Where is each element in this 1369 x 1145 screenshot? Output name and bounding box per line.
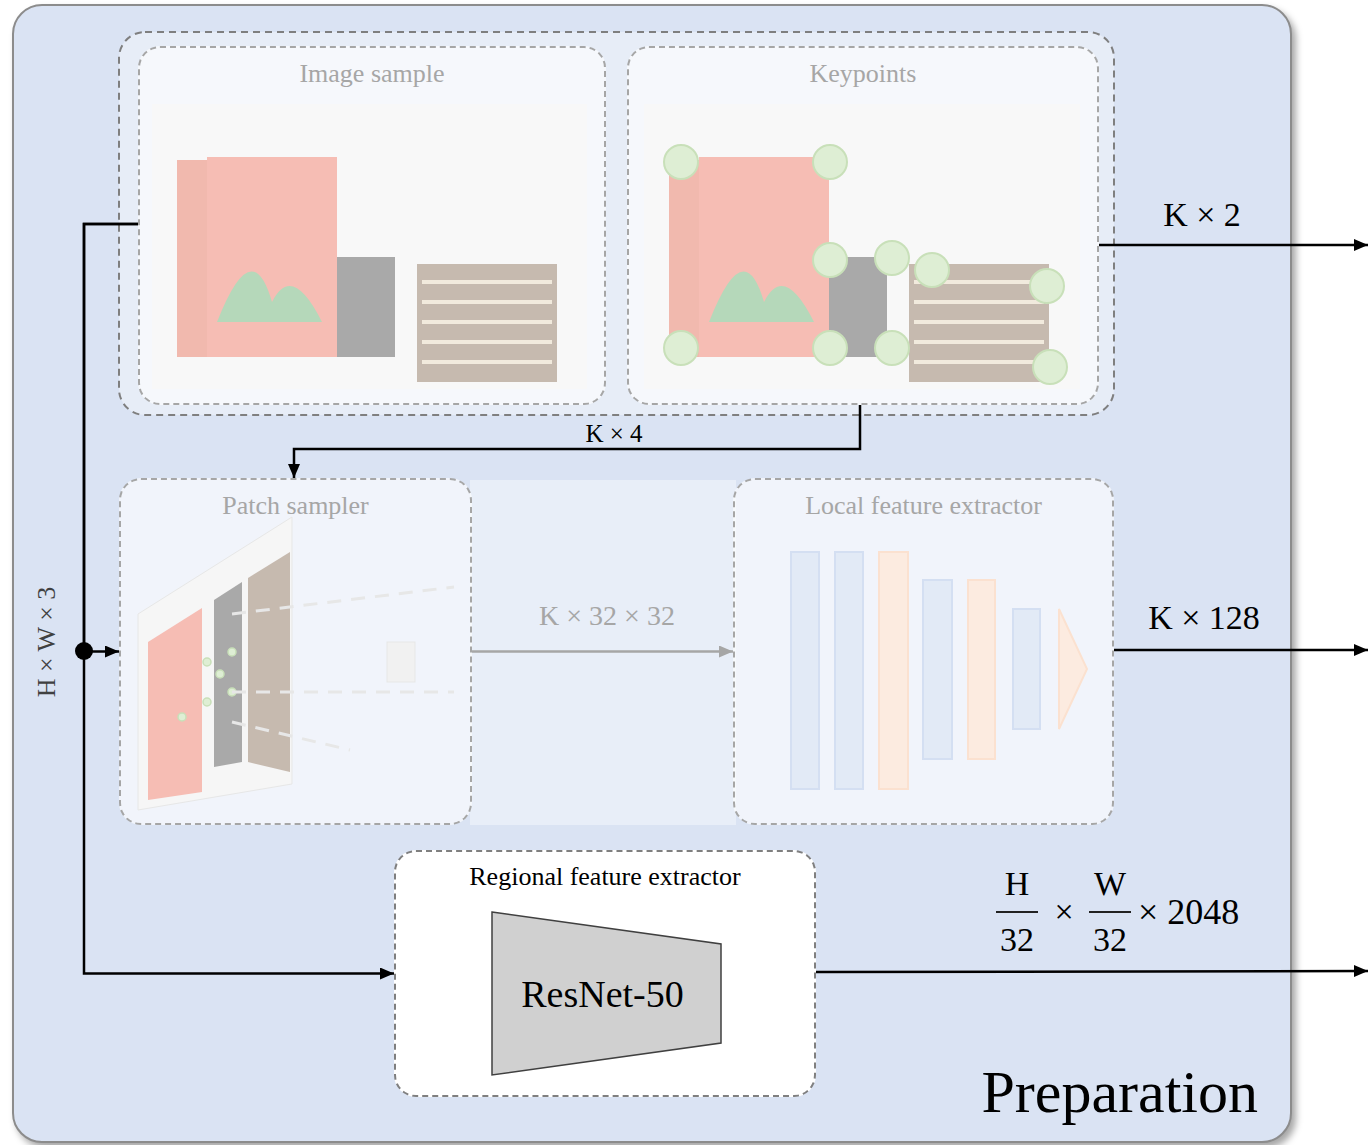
panel-title: Preparation — [981, 1057, 1258, 1127]
middle-band — [470, 480, 736, 825]
box-title: Regional feature extractor — [396, 861, 814, 893]
resnet-trapezoid: ResNet-50 — [491, 911, 722, 1076]
patch-sampler-box: Patch sampler — [119, 478, 472, 825]
preparation-panel: Preparation Image sample KeypointsPatch sa… — [12, 4, 1292, 1143]
edge-label: K × 32 × 32 — [487, 599, 727, 633]
output-dimension: K × 128 — [1084, 598, 1324, 638]
flow-arrow — [294, 405, 860, 478]
output-dimension: × 2048 — [1138, 891, 1239, 933]
keypoints-box: Keypoints — [627, 46, 1099, 405]
output-arrow — [816, 971, 1368, 972]
group-outline — [119, 32, 1114, 415]
box-title: Local feature extractor — [735, 490, 1112, 522]
box-title: Image sample — [140, 58, 604, 90]
output-arrow — [1114, 649, 1368, 652]
edge-label: K × 4 — [494, 418, 734, 449]
box-title: Patch sampler — [121, 490, 470, 522]
regional-extractor-box: Regional feature extractorResNet-50 — [394, 850, 816, 1097]
network-name: ResNet-50 — [521, 972, 684, 1016]
local-extractor-box: Local feature extractor — [733, 478, 1114, 825]
output-arrow — [1099, 244, 1368, 247]
image-sample-box: Image sample — [138, 46, 606, 405]
flow-arrow — [472, 650, 733, 653]
fraction-bar — [1089, 911, 1131, 913]
fraction-bar — [996, 911, 1038, 913]
edge-label: H × W × 3 — [31, 522, 63, 762]
output-dimension: K × 2 — [1082, 195, 1322, 235]
box-title: Keypoints — [629, 58, 1097, 90]
